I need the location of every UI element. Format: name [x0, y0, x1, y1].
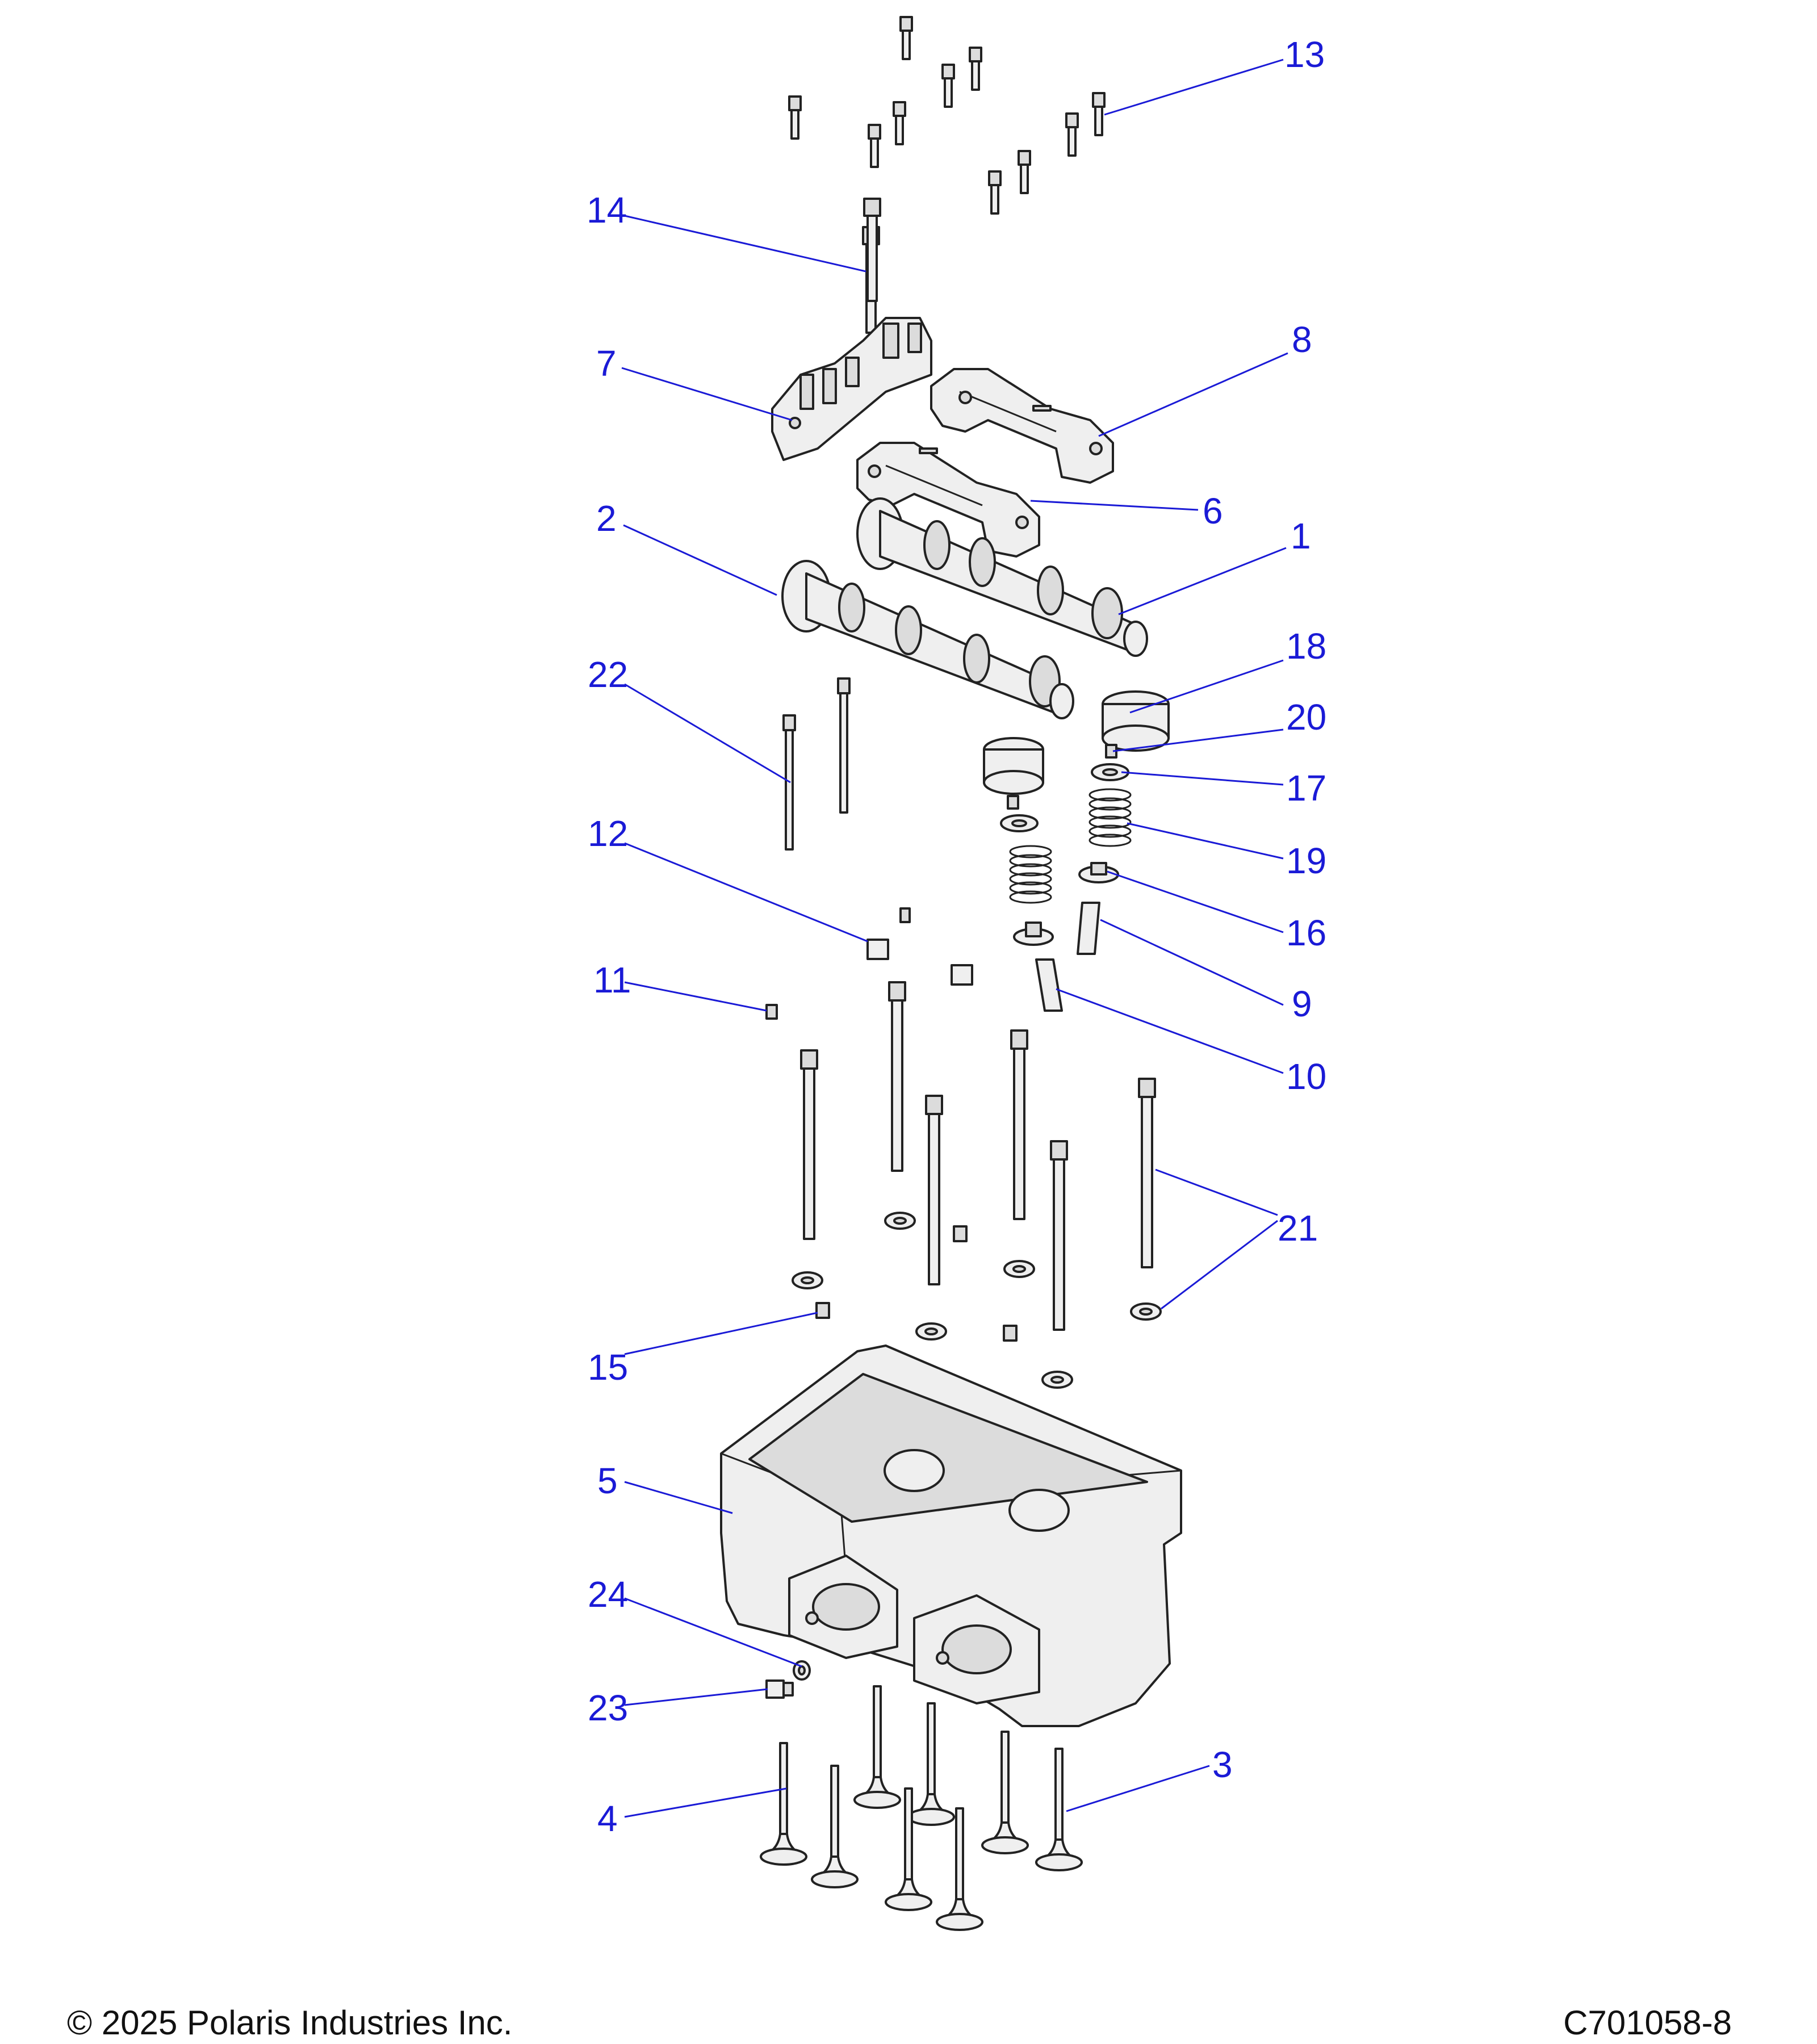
callout-19: 19 [1286, 840, 1326, 881]
valve-seals-part-16 [1013, 862, 1119, 946]
callout-10: 10 [1286, 1056, 1326, 1097]
callout-20: 20 [1286, 697, 1326, 738]
valve-guide-part-10 [1035, 958, 1063, 1012]
callout-labels: 13 14 7 8 6 2 1 18 20 17 19 16 9 10 22 1… [587, 34, 1326, 1839]
cylinder-head-part-5 [720, 1344, 1182, 1727]
callout-16: 16 [1286, 912, 1326, 953]
callout-21: 21 [1278, 1208, 1318, 1249]
dowels-part-12 [866, 907, 973, 986]
valve-tappets-part-18 [983, 690, 1170, 795]
callout-14: 14 [587, 190, 627, 231]
camshaft-part-2 [781, 560, 1074, 719]
callout-6: 6 [1203, 491, 1223, 531]
diagram-code: C701058-8 [1563, 2004, 1732, 2042]
callout-2: 2 [596, 498, 617, 539]
callout-17: 17 [1286, 768, 1326, 809]
plug-part-23 [765, 1679, 794, 1699]
copyright-notice: © 2025 Polaris Industries Inc. [67, 2004, 513, 2042]
callout-11: 11 [593, 960, 631, 1000]
intake-valves-part-4 [760, 1742, 983, 1931]
long-bolts-part-14 [862, 198, 881, 334]
callout-15: 15 [588, 1347, 628, 1388]
studs-part-22 [782, 677, 851, 851]
cam-cap-part-6 [856, 442, 1040, 558]
callout-4: 4 [597, 1798, 618, 1839]
callout-18: 18 [1286, 626, 1326, 667]
dowels-part-15 [815, 1225, 1018, 1342]
callout-8: 8 [1292, 319, 1312, 360]
sealing-washer-part-24 [793, 1660, 811, 1681]
head-bolts-part-21 [792, 981, 1162, 1389]
callout-1: 1 [1291, 516, 1311, 556]
valve-guide-part-9 [1077, 902, 1100, 955]
valve-springs-part-19 [1009, 788, 1132, 904]
leader-lines [621, 58, 1288, 1818]
callout-13: 13 [1284, 34, 1325, 75]
callout-3: 3 [1212, 1744, 1233, 1785]
callout-24: 24 [588, 1574, 628, 1615]
spring-retainers-part-17 [1000, 763, 1129, 832]
callout-9: 9 [1292, 983, 1312, 1024]
dowel-part-11 [765, 1004, 778, 1020]
callout-22: 22 [588, 654, 628, 695]
valve-keepers-part-20 [1007, 744, 1117, 810]
callout-12: 12 [588, 813, 628, 854]
callout-23: 23 [588, 1687, 628, 1728]
cam-cap-bolts-part-13 [788, 16, 1106, 215]
callout-7: 7 [596, 343, 617, 384]
cam-cap-part-8 [930, 368, 1114, 484]
camshaft-carrier-part-7 [771, 317, 932, 461]
camshaft-part-1 [856, 497, 1148, 657]
callout-5: 5 [597, 1460, 618, 1501]
